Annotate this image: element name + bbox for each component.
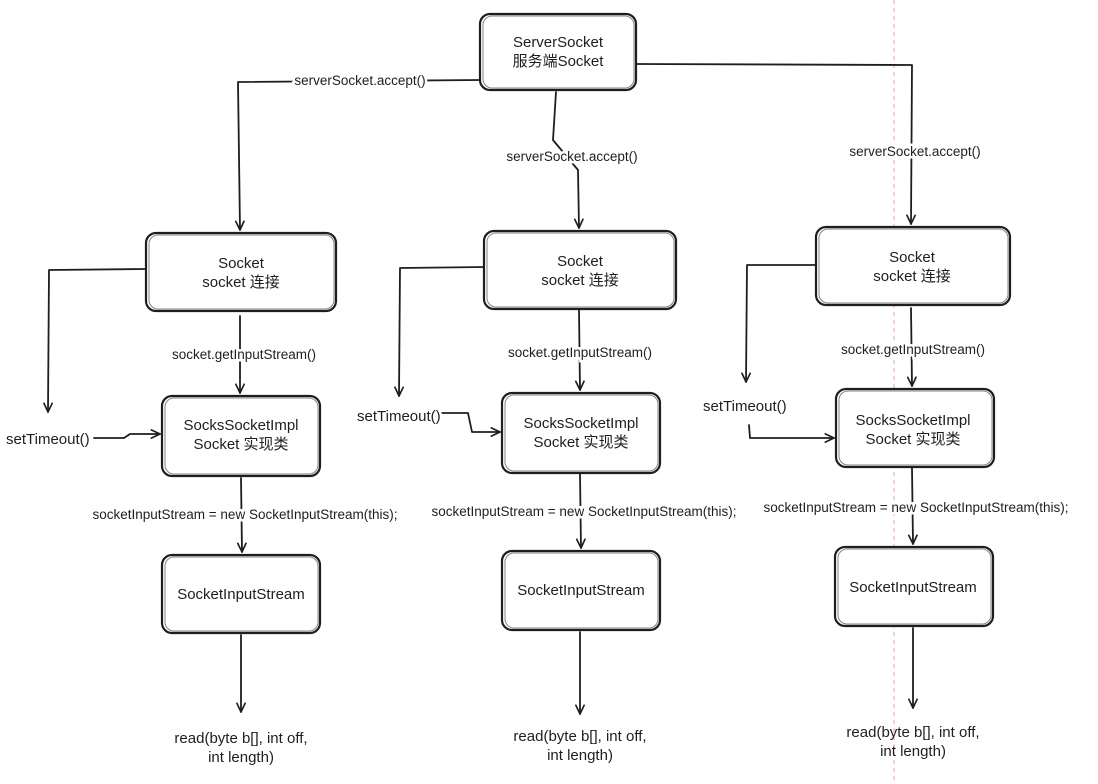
read-line2-2: int length) — [547, 747, 613, 764]
socket-title-3: Socket — [889, 249, 936, 266]
read-line2-3: int length) — [880, 743, 946, 760]
server-socket-title: ServerSocket — [513, 34, 604, 51]
read-line1-2: read(byte b[], int off, — [513, 728, 646, 745]
socket-title-1: Socket — [218, 255, 265, 272]
edge-socket2-to-settimeout — [394, 266, 487, 397]
accept-label-1: serverSocket.accept() — [294, 73, 425, 88]
edge-settimeout3-to-impl3 — [748, 424, 835, 443]
socket-node-1: Socket socket 连接 — [144, 231, 338, 313]
accept-label-2: serverSocket.accept() — [506, 149, 637, 164]
edge-socket3-to-settimeout — [741, 264, 819, 383]
socks-socket-impl-node-2: SocksSocketImpl Socket 实现类 — [500, 391, 662, 475]
socks-socket-impl-node-1: SocksSocketImpl Socket 实现类 — [160, 394, 322, 478]
edge-settimeout1-to-impl1 — [93, 429, 161, 439]
read-method-3: read(byte b[], int off, int length) — [846, 724, 979, 760]
impl-subtitle-1: Socket 实现类 — [193, 436, 288, 453]
read-line1-1: read(byte b[], int off, — [174, 730, 307, 747]
socket-input-stream-node-3: SocketInputStream — [833, 545, 995, 628]
server-socket-subtitle: 服务端Socket — [513, 53, 605, 70]
edge-impl2-to-stream2 — [575, 473, 586, 549]
read-method-1: read(byte b[], int off, int length) — [174, 730, 307, 766]
socket-subtitle-3: socket 连接 — [873, 268, 951, 285]
impl-subtitle-2: Socket 实现类 — [533, 434, 628, 451]
edge-impl3-to-stream3 — [907, 467, 918, 545]
edge-settimeout2-to-impl2 — [439, 412, 501, 437]
get-input-label-3: socket.getInputStream() — [841, 342, 985, 357]
server-socket-node: ServerSocket 服务端Socket — [478, 12, 638, 92]
socket-input-stream-node-1: SocketInputStream — [160, 553, 322, 635]
socket-title-2: Socket — [557, 253, 604, 270]
new-stream-label-2: socketInputStream = new SocketInputStrea… — [431, 504, 736, 519]
new-stream-label-3: socketInputStream = new SocketInputStrea… — [763, 500, 1068, 515]
read-line1-3: read(byte b[], int off, — [846, 724, 979, 741]
edge-root-to-socket-1 — [234, 79, 481, 231]
nodes: ServerSocket 服务端Socket Socket socket 连接 … — [144, 12, 1012, 766]
edge-labels: serverSocket.accept() serverSocket.accep… — [4, 71, 1072, 525]
new-stream-label-1: socketInputStream = new SocketInputStrea… — [92, 507, 397, 522]
impl-title-3: SocksSocketImpl — [855, 412, 970, 429]
get-input-label-2: socket.getInputStream() — [508, 345, 652, 360]
impl-title-1: SocksSocketImpl — [183, 417, 298, 434]
socket-input-stream-node-2: SocketInputStream — [500, 549, 662, 632]
settimeout-label-3: setTimeout() — [703, 398, 787, 415]
edge-socket2-to-impl2 — [574, 309, 585, 391]
impl-title-2: SocksSocketImpl — [523, 415, 638, 432]
settimeout-label-2: setTimeout() — [357, 408, 441, 425]
edge-socket1-to-settimeout — [43, 268, 147, 413]
edge-root-to-socket-3 — [635, 63, 917, 225]
socket-subtitle-1: socket 连接 — [202, 274, 280, 291]
edge-socket3-to-impl3 — [906, 307, 917, 387]
socket-node-3: Socket socket 连接 — [814, 225, 1012, 307]
accept-label-3: serverSocket.accept() — [849, 144, 980, 159]
settimeout-label-1: setTimeout() — [6, 431, 90, 448]
stream-title-2: SocketInputStream — [517, 582, 645, 599]
edge-impl1-to-stream1 — [236, 477, 247, 553]
socks-socket-impl-node-3: SocksSocketImpl Socket 实现类 — [834, 387, 996, 469]
stream-title-1: SocketInputStream — [177, 586, 305, 603]
stream-title-3: SocketInputStream — [849, 579, 977, 596]
socket-subtitle-2: socket 连接 — [541, 272, 619, 289]
get-input-label-1: socket.getInputStream() — [172, 347, 316, 362]
edges — [43, 63, 918, 715]
impl-subtitle-3: Socket 实现类 — [865, 431, 960, 448]
edge-root-to-socket-2 — [552, 91, 584, 229]
read-method-2: read(byte b[], int off, int length) — [513, 728, 646, 764]
read-line2-1: int length) — [208, 749, 274, 766]
socket-node-2: Socket socket 连接 — [482, 229, 678, 311]
